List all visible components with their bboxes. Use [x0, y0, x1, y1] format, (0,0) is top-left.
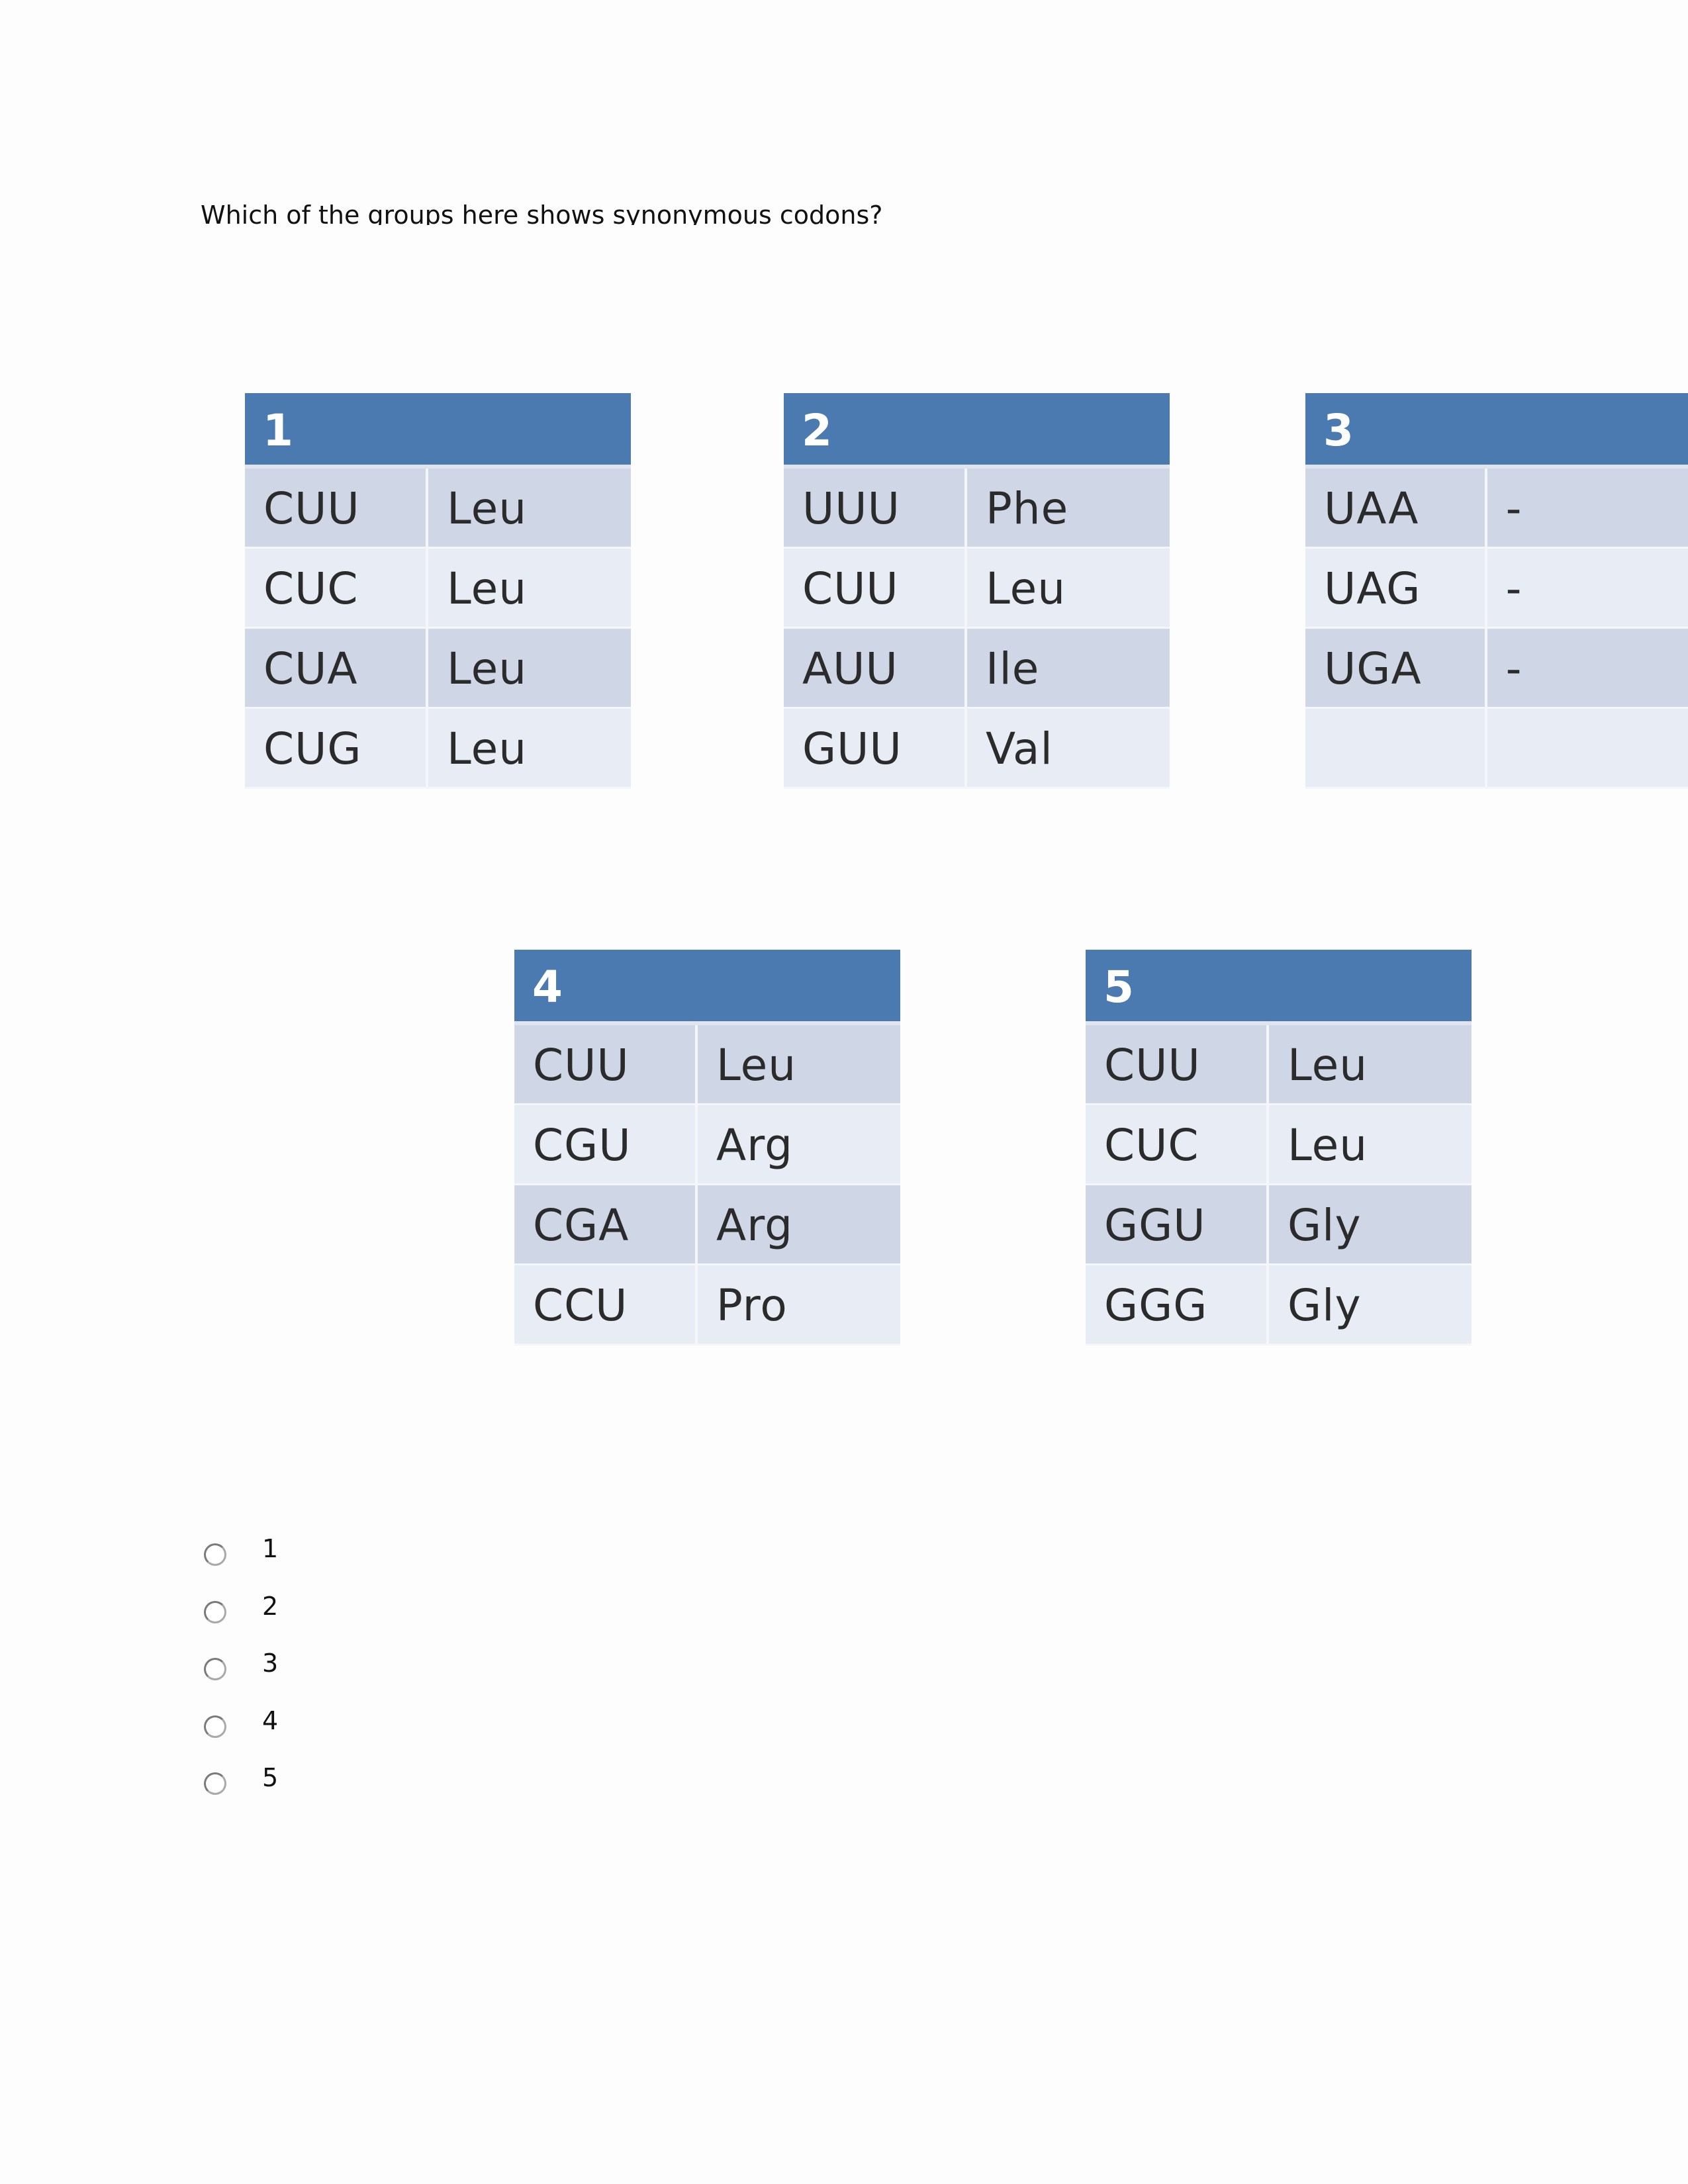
- table-row: CGA Arg: [514, 1185, 900, 1265]
- table-row: CUU Leu: [1086, 1025, 1472, 1105]
- table-row: CUA Leu: [245, 629, 631, 709]
- amino-acid-cell: Leu: [428, 629, 631, 709]
- amino-acid-cell: Leu: [1269, 1105, 1472, 1185]
- codon-cell: CUG: [245, 709, 428, 789]
- table-row: CUU Leu: [245, 469, 631, 549]
- codon-cell: CCU: [514, 1265, 698, 1345]
- option-label-5: 5: [262, 1763, 279, 1792]
- amino-acid-cell: Leu: [428, 709, 631, 789]
- table-header: 4: [514, 950, 900, 1025]
- amino-acid-cell: Arg: [698, 1105, 900, 1185]
- radio-button-1[interactable]: [204, 1543, 226, 1566]
- table-row: GUU Val: [784, 709, 1170, 789]
- codon-cell: CUU: [1086, 1025, 1269, 1105]
- amino-acid-cell: Val: [967, 709, 1170, 789]
- codon-table-3: 3 UAA - UAG - UGA -: [1305, 393, 1688, 789]
- amino-acid-cell: Leu: [428, 549, 631, 629]
- radio-button-2[interactable]: [204, 1601, 226, 1623]
- table-row: UGA -: [1305, 629, 1688, 709]
- table-row: CUU Leu: [784, 549, 1170, 629]
- codon-cell: UAA: [1305, 469, 1487, 549]
- codon-cell: CUU: [245, 469, 428, 549]
- amino-acid-cell: Leu: [1269, 1025, 1472, 1105]
- table-header: 1: [245, 393, 631, 469]
- table-row: CGU Arg: [514, 1105, 900, 1185]
- amino-acid-cell: Arg: [698, 1185, 900, 1265]
- codon-cell: CUU: [784, 549, 967, 629]
- amino-acid-cell: Pro: [698, 1265, 900, 1345]
- codon-cell: GGG: [1086, 1265, 1269, 1345]
- table-row: CUU Leu: [514, 1025, 900, 1105]
- amino-acid-cell: Ile: [967, 629, 1170, 709]
- codon-cell: CUA: [245, 629, 428, 709]
- codon-cell: CGA: [514, 1185, 698, 1265]
- codon-cell: UUU: [784, 469, 967, 549]
- table-row: UAA -: [1305, 469, 1688, 549]
- table-row: CUG Leu: [245, 709, 631, 789]
- radio-button-3[interactable]: [204, 1658, 226, 1680]
- table-row: UUU Phe: [784, 469, 1170, 549]
- codon-cell: CUU: [514, 1025, 698, 1105]
- question-text: Which of the groups here shows synonymou…: [201, 201, 883, 225]
- codon-cell: CGU: [514, 1105, 698, 1185]
- codon-table-4: 4 CUU Leu CGU Arg CGA Arg CCU Pro: [514, 950, 900, 1345]
- amino-acid-cell: -: [1487, 469, 1688, 549]
- table-header: 3: [1305, 393, 1688, 469]
- amino-acid-cell: Gly: [1269, 1265, 1472, 1345]
- amino-acid-cell: Leu: [428, 469, 631, 549]
- codon-table-5: 5 CUU Leu CUC Leu GGU Gly GGG Gly: [1086, 950, 1472, 1345]
- codon-cell: GGU: [1086, 1185, 1269, 1265]
- radio-button-5[interactable]: [204, 1772, 226, 1795]
- table-row: CCU Pro: [514, 1265, 900, 1345]
- codon-cell: UAG: [1305, 549, 1487, 629]
- option-label-4: 4: [262, 1706, 279, 1735]
- table-row: CUC Leu: [1086, 1105, 1472, 1185]
- table-row: GGU Gly: [1086, 1185, 1472, 1265]
- amino-acid-cell: Gly: [1269, 1185, 1472, 1265]
- table-header: 5: [1086, 950, 1472, 1025]
- option-label-2: 2: [262, 1592, 279, 1621]
- amino-acid-cell: [1487, 709, 1688, 789]
- table-header: 2: [784, 393, 1170, 469]
- table-row: [1305, 709, 1688, 789]
- radio-button-4[interactable]: [204, 1715, 226, 1738]
- option-label-3: 3: [262, 1649, 279, 1678]
- amino-acid-cell: -: [1487, 629, 1688, 709]
- amino-acid-cell: -: [1487, 549, 1688, 629]
- codon-cell: AUU: [784, 629, 967, 709]
- codon-cell: GUU: [784, 709, 967, 789]
- codon-cell: CUC: [245, 549, 428, 629]
- amino-acid-cell: Phe: [967, 469, 1170, 549]
- table-row: UAG -: [1305, 549, 1688, 629]
- option-label-1: 1: [262, 1534, 279, 1563]
- codon-table-2: 2 UUU Phe CUU Leu AUU Ile GUU Val: [784, 393, 1170, 789]
- codon-cell: CUC: [1086, 1105, 1269, 1185]
- amino-acid-cell: Leu: [967, 549, 1170, 629]
- table-row: GGG Gly: [1086, 1265, 1472, 1345]
- codon-table-1: 1 CUU Leu CUC Leu CUA Leu CUG Leu: [245, 393, 631, 789]
- table-row: AUU Ile: [784, 629, 1170, 709]
- codon-cell: UGA: [1305, 629, 1487, 709]
- amino-acid-cell: Leu: [698, 1025, 900, 1105]
- codon-cell: [1305, 709, 1487, 789]
- table-row: CUC Leu: [245, 549, 631, 629]
